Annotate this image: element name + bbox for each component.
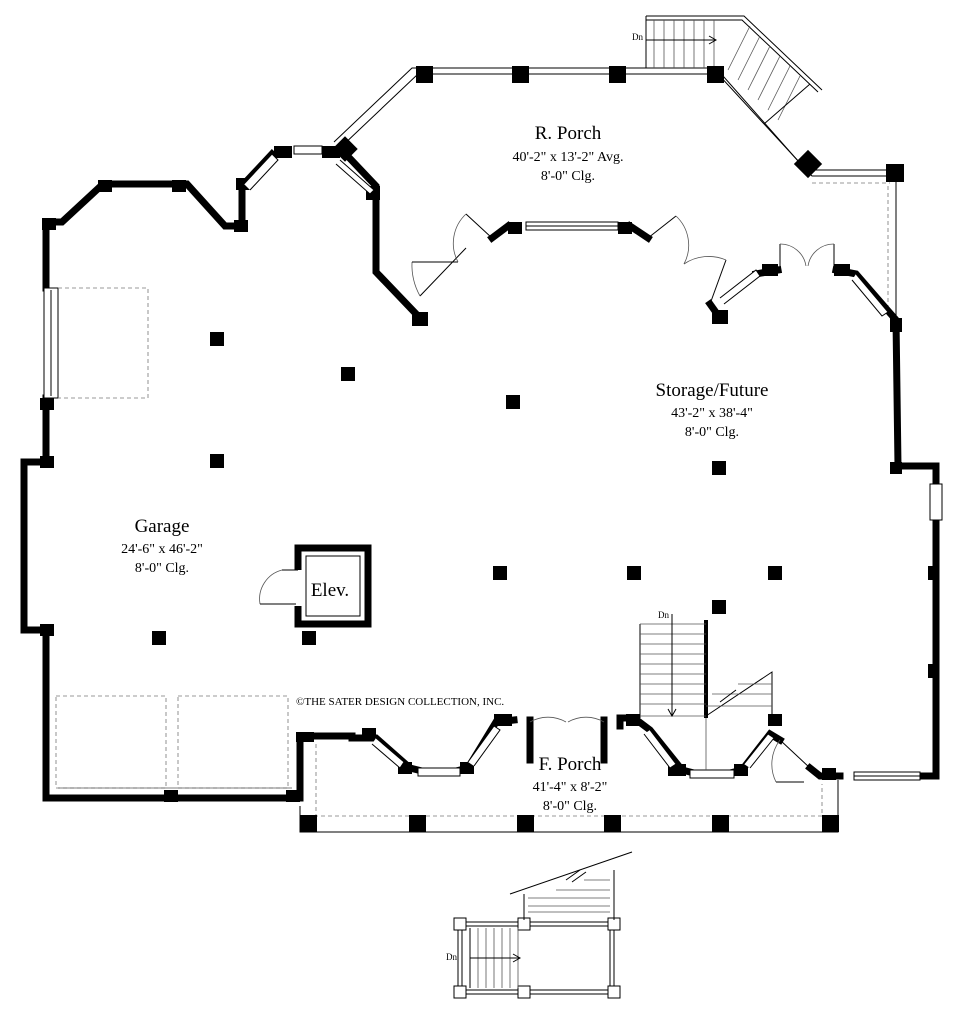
garage-label: Garage 24'-6" x 46'-2" 8'-0" Clg. bbox=[121, 516, 203, 576]
rear-porch-size: 40'-2" x 13'-2" Avg. bbox=[512, 150, 623, 165]
front-porch-label: F. Porch 41'-4" x 8'-2" 8'-0" Clg. bbox=[533, 754, 608, 814]
storage-size: 43'-2" x 38'-4" bbox=[671, 406, 753, 421]
interior-stair: Dn bbox=[639, 610, 773, 770]
elevator: Elev. bbox=[259, 544, 372, 628]
entry-stair: Dn bbox=[446, 851, 633, 999]
rear-porch-outline bbox=[333, 67, 897, 326]
windows bbox=[43, 145, 943, 781]
storage-name: Storage/Future bbox=[656, 380, 769, 401]
interior-columns bbox=[152, 332, 782, 645]
rear-stair: Dn bbox=[632, 15, 823, 125]
garage-size: 24'-6" x 46'-2" bbox=[121, 542, 203, 557]
copyright-notice: ©THE SATER DESIGN COLLECTION, INC. bbox=[296, 696, 504, 708]
rear-porch-name: R. Porch bbox=[535, 123, 602, 144]
wall-stubs bbox=[40, 136, 938, 802]
elevator-label: Elev. bbox=[311, 580, 349, 601]
rear-stair-label: Dn bbox=[632, 32, 643, 42]
entry-stair-label: Dn bbox=[446, 952, 457, 962]
storage-ceiling: 8'-0" Clg. bbox=[685, 425, 739, 440]
front-porch-ceiling: 8'-0" Clg. bbox=[543, 799, 597, 814]
garage-name: Garage bbox=[135, 516, 190, 537]
rear-porch-label: R. Porch 40'-2" x 13'-2" Avg. 8'-0" Clg. bbox=[512, 123, 623, 184]
rear-porch-ceiling: 8'-0" Clg. bbox=[541, 169, 595, 184]
front-porch-size: 41'-4" x 8'-2" bbox=[533, 780, 608, 795]
garage-ceiling: 8'-0" Clg. bbox=[135, 561, 189, 576]
front-porch-name: F. Porch bbox=[539, 754, 602, 775]
rear-porch-columns bbox=[416, 66, 904, 182]
front-porch-columns bbox=[300, 815, 839, 832]
interior-stair-label: Dn bbox=[658, 610, 669, 620]
garage-details bbox=[55, 287, 292, 789]
doors bbox=[411, 213, 835, 783]
storage-label: Storage/Future 43'-2" x 38'-4" 8'-0" Clg… bbox=[656, 380, 769, 440]
